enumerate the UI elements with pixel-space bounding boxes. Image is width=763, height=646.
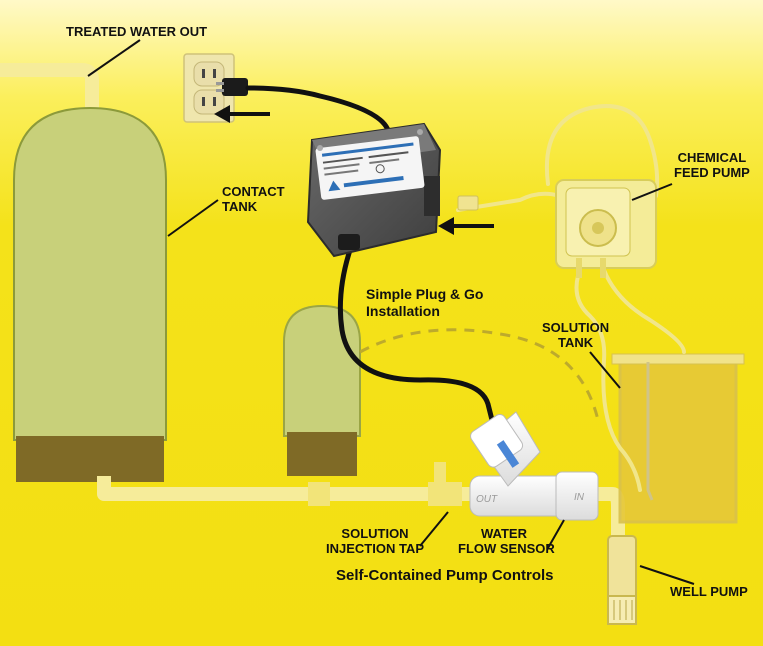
solution-tank [611,353,745,524]
pressure-tank [283,304,361,476]
chemical-feed-pump-label: CHEMICAL FEED PUMP [674,150,750,180]
chemical-feed-pump [555,179,657,278]
treated-water-out-label: TREATED WATER OUT [66,24,208,39]
contact-tank-label-line: CONTACT [222,184,285,199]
pump-plug [457,195,479,211]
solution-tank-label: SOLUTION TANK [542,320,609,350]
flow-control-box [306,122,442,258]
contact-tank-label-line: TANK [222,199,258,214]
water-flow-sensor-label: WATER FLOW SENSOR [458,526,555,556]
sensor-out-mark: OUT [476,494,498,505]
install-note: Simple Plug & Go Installation [366,286,483,320]
solution-injection-tap-label-line: SOLUTION [341,526,409,541]
arrow-left-icon [438,217,494,235]
self-contained-caption: Self-Contained Pump Controls [336,567,554,584]
chemical-feed-pump-label-line: CHEMICAL [677,150,747,165]
solution-injection-tap-label: SOLUTION INJECTION TAP [326,526,424,556]
well-pump-label: WELL PUMP [670,584,748,599]
sensor-cable [337,241,495,423]
install-note-line: Installation [366,303,440,319]
solution-tank-label-line: TANK [558,335,594,350]
solution-injection-tap-label-line: INJECTION TAP [326,541,424,556]
flow-sensor-icon: OUT IN [469,411,599,521]
chemical-feed-pump-label-line: FEED PUMP [674,165,750,180]
contact-tank-label: CONTACT TANK [222,184,285,214]
power-cord [245,85,391,133]
treated-water-out-pipe [0,63,99,112]
outlet-icon [183,53,235,123]
install-note-line: Simple Plug & Go [366,286,484,302]
solution-tank-label-line: SOLUTION [542,320,610,335]
dashed-connection [359,328,600,421]
contact-tank [13,106,167,482]
pipe-fittings [308,462,462,506]
well-pump-icon [607,535,637,625]
water-flow-sensor-label-line: WATER [481,526,527,541]
water-flow-sensor-label-line: FLOW SENSOR [458,541,555,556]
arrow-left-icon [214,105,270,123]
leader-lines [87,39,695,585]
plug-icon [216,78,248,96]
sensor-in-mark: IN [574,492,585,503]
